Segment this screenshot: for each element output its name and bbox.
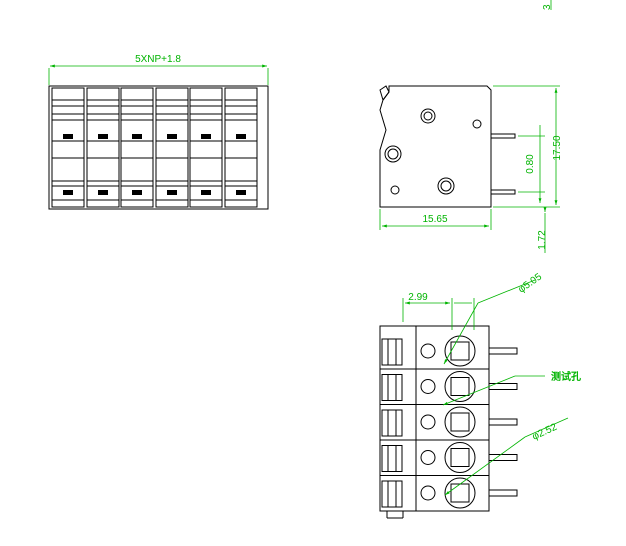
wire-hole [444, 335, 476, 367]
clamp-square [450, 377, 470, 396]
top-hole-dia-dim: φ5.05 [516, 271, 544, 295]
lever [381, 374, 403, 401]
front-contact [63, 190, 73, 195]
front-contact [236, 190, 246, 195]
wire-hole [444, 442, 476, 473]
top-pin [488, 347, 518, 355]
front-contact [201, 190, 211, 195]
side-width-dim: 15.65 [422, 214, 447, 225]
front-cells [51, 87, 258, 208]
side-hole [472, 119, 482, 129]
front-contact [167, 190, 177, 195]
top-position [380, 442, 518, 476]
lever [381, 480, 403, 508]
front-view: 5XNP+1.8 [48, 54, 269, 210]
wire-hole [444, 371, 476, 402]
test-hole [420, 414, 436, 430]
front-contact [98, 134, 108, 139]
top-pin [488, 454, 518, 461]
test-hole [420, 343, 436, 359]
clamp-square [450, 412, 470, 432]
front-cell [155, 87, 189, 208]
test-hole-label: 测试孔 [551, 370, 581, 383]
front-contact [236, 134, 246, 139]
front-contact [132, 190, 142, 195]
clamp-square [450, 448, 470, 467]
top-position [380, 371, 518, 405]
top-pitch-dim: 2.99 [408, 292, 428, 303]
side-pin-dim: 0.80 [525, 154, 536, 174]
front-cell [120, 87, 154, 208]
side-height-dim: 17.50 [552, 135, 563, 160]
test-hole [420, 379, 436, 394]
front-cell [86, 87, 120, 208]
top-cells [380, 335, 518, 512]
top-view: 2.99 φ5.05 测试孔 φ2.52 [379, 271, 581, 519]
wire-hole [444, 406, 476, 438]
side-pin [490, 189, 516, 195]
front-width-dim: 5XNP+1.8 [135, 54, 181, 65]
side-hole [390, 185, 400, 195]
front-contact [98, 190, 108, 195]
lever [381, 409, 403, 437]
side-pin [490, 133, 516, 139]
lever [381, 445, 403, 472]
clamp-square [450, 483, 470, 503]
clamp-square [450, 341, 470, 361]
front-contact [201, 134, 211, 139]
side-view: 17.50 0.80 1.72 15.65 [379, 85, 563, 253]
top-position [380, 477, 518, 512]
front-cell [51, 87, 85, 208]
front-contact [132, 134, 142, 139]
front-cell [224, 87, 258, 208]
test-hole [420, 485, 436, 501]
corner-mark: 3 [542, 4, 553, 10]
top-test-hole-dia-dim: φ2.52 [531, 422, 560, 443]
front-contact [167, 134, 177, 139]
front-contact [63, 134, 73, 139]
wire-hole [444, 477, 476, 509]
side-hole [384, 145, 402, 163]
front-cell [189, 87, 223, 208]
top-pin [488, 489, 518, 497]
side-hole [420, 108, 436, 124]
side-pin-ext-dim: 1.72 [537, 230, 548, 250]
top-position [380, 406, 518, 441]
lever [381, 338, 403, 366]
top-pin [488, 418, 518, 426]
side-hole [437, 177, 455, 195]
top-position [380, 335, 518, 370]
test-hole [420, 450, 436, 465]
front-body [48, 85, 269, 210]
